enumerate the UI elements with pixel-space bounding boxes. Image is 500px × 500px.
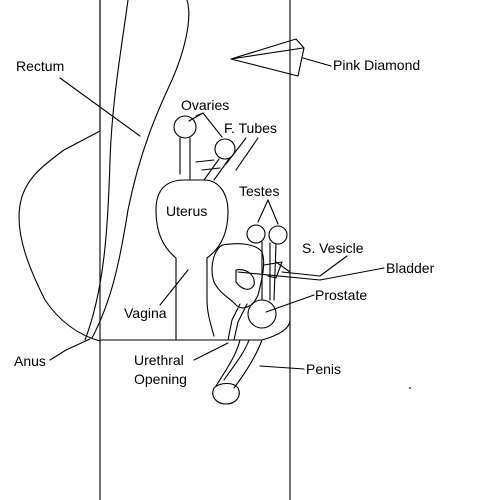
label-anus: Anus bbox=[14, 353, 46, 369]
stray-dot bbox=[409, 387, 411, 389]
leader-f-tubes bbox=[225, 137, 259, 171]
leader-rectum bbox=[59, 77, 141, 137]
leader-bladder bbox=[237, 267, 385, 281]
label-penis: Penis bbox=[306, 361, 341, 377]
pink-diamond-shape bbox=[230, 38, 305, 77]
leader-prostate bbox=[265, 294, 315, 313]
leader-s-vesicle bbox=[281, 255, 348, 277]
label-vagina: Vagina bbox=[124, 305, 167, 321]
leader-urethral-opening bbox=[193, 342, 229, 361]
rectum-right-wall bbox=[91, 0, 190, 339]
leader-ovaries bbox=[188, 112, 223, 138]
rectum-outer-wall bbox=[18, 0, 101, 342]
label-f-tubes: F. Tubes bbox=[224, 120, 277, 136]
leader-testes bbox=[257, 199, 279, 225]
label-testes: Testes bbox=[239, 183, 279, 199]
bladder-outline bbox=[211, 243, 265, 309]
urethra bbox=[227, 303, 248, 341]
label-uterus: Uterus bbox=[166, 203, 207, 219]
label-bladder: Bladder bbox=[386, 260, 435, 276]
vas-deferens bbox=[261, 241, 277, 301]
leader-anus bbox=[49, 338, 91, 361]
label-s-vesicle: S. Vesicle bbox=[302, 240, 364, 256]
label-pink-diamond: Pink Diamond bbox=[333, 57, 420, 73]
uterus-outline bbox=[155, 179, 229, 341]
fallopian-tube-left bbox=[179, 137, 191, 181]
testis-left bbox=[246, 224, 266, 244]
penis-urethra bbox=[223, 339, 250, 381]
bladder-inner bbox=[235, 269, 255, 290]
label-prostate: Prostate bbox=[315, 287, 367, 303]
prostate-outline bbox=[247, 299, 277, 329]
leader-penis bbox=[259, 365, 305, 370]
penis-shaft bbox=[215, 339, 263, 389]
label-ovaries: Ovaries bbox=[181, 97, 229, 113]
tube-connector bbox=[195, 159, 221, 171]
label-rectum: Rectum bbox=[16, 58, 64, 74]
leader-vagina bbox=[159, 269, 189, 306]
seminal-vesicle bbox=[263, 261, 291, 279]
leader-pink-diamond bbox=[302, 57, 332, 67]
penis-base bbox=[261, 319, 291, 341]
ovary-right bbox=[214, 138, 236, 160]
label-urethral-line2: Opening bbox=[134, 371, 187, 387]
rectum-inner-wall bbox=[84, 0, 129, 341]
testis-right bbox=[268, 225, 288, 245]
glans bbox=[212, 382, 240, 405]
label-urethral-line1: Urethral bbox=[134, 352, 184, 368]
ovary-left bbox=[173, 115, 197, 139]
